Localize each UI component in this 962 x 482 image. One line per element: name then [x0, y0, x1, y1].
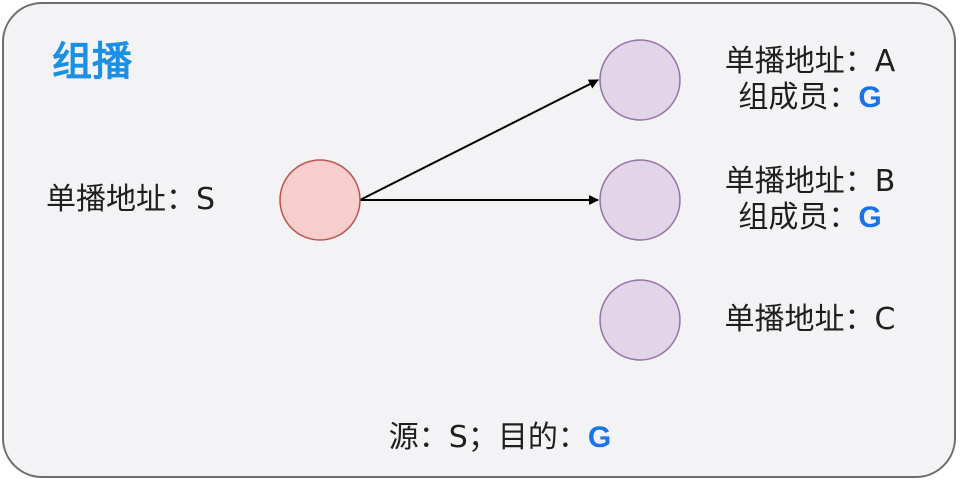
receiver-a-membership: 组成员：G — [700, 80, 920, 116]
receiver-a-address: 单播地址：A — [724, 44, 896, 79]
receiver-b-group: G — [858, 201, 882, 234]
receiver-node-c — [599, 279, 681, 361]
arrow-to-receiver-a — [359, 79, 599, 201]
receiver-b-membership: 组成员：G — [700, 200, 920, 236]
receiver-a-group: G — [858, 81, 882, 114]
receiver-c-address: 单播地址：C — [724, 302, 896, 337]
receiver-b-member-text: 组成员： — [738, 200, 859, 235]
footer-group: G — [587, 421, 612, 454]
receiver-a-label: 单播地址：A 组成员：G — [700, 44, 920, 116]
receiver-c-label: 单播地址：C — [700, 302, 920, 338]
multicast-frame — [2, 2, 956, 478]
diagram-title: 组播 — [52, 39, 132, 85]
source-label: 单播地址：S — [46, 182, 216, 217]
receiver-a-member-text: 组成员： — [738, 80, 859, 115]
source-node — [279, 159, 361, 241]
receiver-b-address: 单播地址：B — [724, 164, 896, 199]
receiver-node-a — [599, 39, 681, 121]
receiver-node-b — [599, 159, 681, 241]
footer-caption: 源：S；目的：G — [300, 420, 700, 456]
receiver-b-label: 单播地址：B 组成员：G — [700, 164, 920, 236]
footer-text: 源：S；目的： — [388, 420, 588, 455]
